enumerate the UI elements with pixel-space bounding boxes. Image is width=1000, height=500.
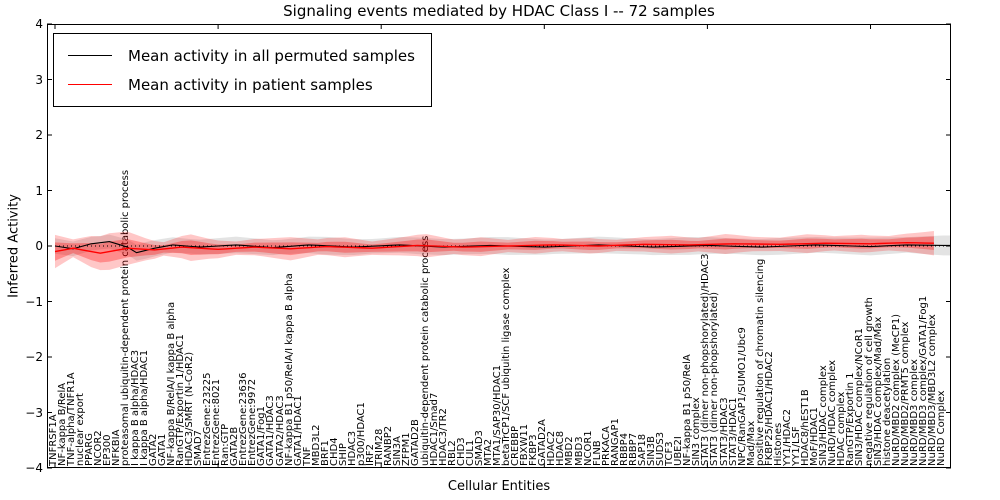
permuted-line-sample-icon xyxy=(68,55,112,56)
legend-label-permuted: Mean activity in all permuted samples xyxy=(128,46,415,65)
y-tick-label: −3 xyxy=(25,405,43,420)
y-axis-label: Inferred Activity xyxy=(6,194,22,298)
chart-title: Signaling events mediated by HDAC Class … xyxy=(283,2,715,20)
x-category-label: NuRD Complex xyxy=(936,390,947,466)
y-tick-label: 0 xyxy=(35,239,43,253)
y-tick-label: 4 xyxy=(35,17,43,31)
y-tick-label: −4 xyxy=(25,461,43,475)
y-tick-label: 1 xyxy=(35,183,43,198)
y-tick-label: 2 xyxy=(35,128,43,142)
y-tick-label: −2 xyxy=(25,350,43,364)
legend: Mean activity in all permuted samples Me… xyxy=(53,33,432,107)
y-tick-label: 3 xyxy=(35,72,43,87)
legend-item-patient: Mean activity in patient samples xyxy=(68,70,415,99)
patient-line-sample-icon xyxy=(68,84,112,85)
legend-item-permuted: Mean activity in all permuted samples xyxy=(68,41,415,70)
legend-label-patient: Mean activity in patient samples xyxy=(128,75,373,94)
y-tick-label: −1 xyxy=(25,294,43,309)
x-axis-label: Cellular Entities xyxy=(447,479,551,494)
